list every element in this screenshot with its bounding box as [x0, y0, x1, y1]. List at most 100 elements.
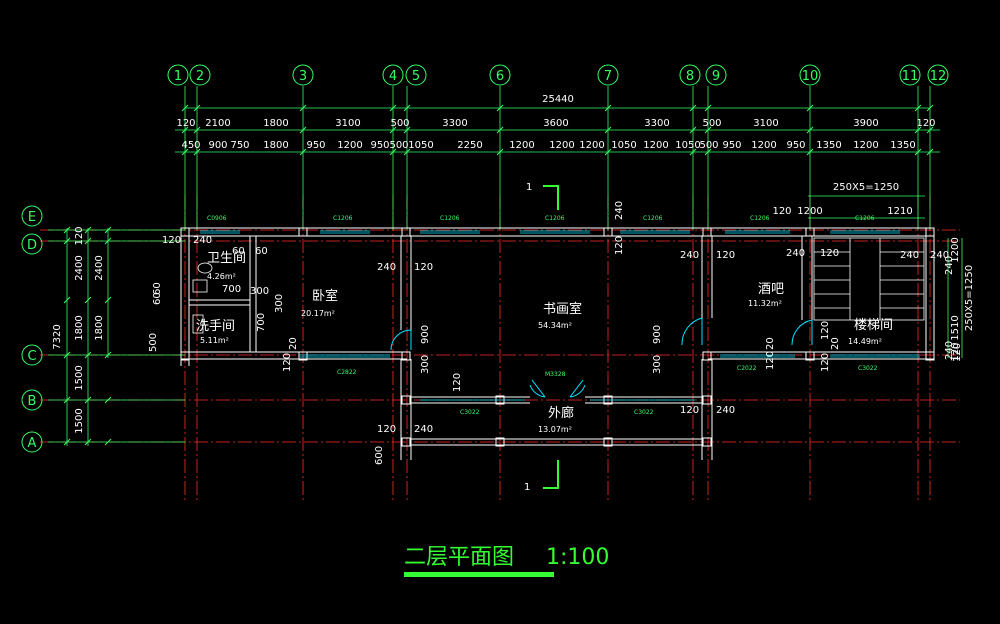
dim-value: 500	[390, 118, 409, 129]
dim-tick	[403, 126, 411, 134]
axis-label: 7	[604, 69, 612, 84]
svg-text:120: 120	[614, 236, 625, 255]
svg-text:120: 120	[716, 250, 735, 261]
dim-value: 1050	[675, 140, 700, 151]
column	[495, 437, 505, 447]
dim-value: 1050	[611, 140, 636, 151]
column	[805, 351, 815, 361]
room-area: 14.49m²	[848, 337, 882, 346]
svg-text:60: 60	[255, 246, 268, 257]
dim-value: 120	[74, 226, 85, 245]
dim-value: 1200	[853, 140, 878, 151]
dim-value: 1800	[263, 118, 288, 129]
axis-label: B	[28, 394, 37, 409]
room-name: 楼梯间	[854, 318, 893, 333]
svg-text:900: 900	[652, 325, 663, 344]
dim-tick	[104, 226, 112, 234]
dim-tick	[704, 104, 712, 112]
axis-bubble: 10	[799, 64, 821, 86]
dim-value: 1510	[950, 315, 961, 340]
dim-value: 500	[389, 140, 408, 151]
dim-tick	[496, 148, 504, 156]
column	[702, 437, 712, 447]
room-labels: 卫生间 4.26m² 洗手间 5.11m² 卧室 20.17m² 书画室 54.…	[196, 251, 893, 434]
dim-tick	[689, 148, 697, 156]
svg-text:600: 600	[374, 446, 385, 465]
dim-value: 950	[370, 140, 389, 151]
room-name: 卧室	[312, 288, 338, 304]
axis-label: 9	[712, 69, 720, 84]
dim-value: 120	[950, 342, 961, 361]
axis-bubble: 11	[899, 64, 921, 86]
axis-label: 11	[902, 69, 919, 84]
dim-value: 120	[176, 118, 195, 129]
svg-text:120: 120	[820, 248, 839, 259]
dim-value: 1200	[549, 140, 574, 151]
axis-bubble: 5	[405, 64, 427, 86]
svg-text:240: 240	[930, 250, 949, 261]
dim-value: 1200	[797, 206, 822, 217]
column	[925, 351, 935, 361]
svg-text:240: 240	[900, 250, 919, 261]
dim-value: 3300	[644, 118, 669, 129]
dim-value: 1500	[74, 365, 85, 390]
staircase	[813, 237, 925, 321]
axis-bubble: C	[21, 344, 43, 366]
dim-tick	[914, 148, 922, 156]
axis-label: 12	[930, 69, 947, 84]
axis-label: 3	[299, 69, 307, 84]
svg-text:300: 300	[652, 355, 663, 374]
svg-text:60: 60	[232, 246, 245, 257]
dim-tick	[496, 104, 504, 112]
dim-tick	[104, 396, 112, 404]
structural-columns	[180, 227, 935, 447]
dim-tick	[403, 104, 411, 112]
dim-tick	[193, 148, 201, 156]
axis-bubble: 3	[292, 64, 314, 86]
dim-tick	[914, 104, 922, 112]
svg-text:300: 300	[250, 286, 269, 297]
dim-tick	[104, 237, 112, 245]
axis-bubble: 1	[167, 64, 189, 86]
dim-tick	[104, 351, 112, 359]
window-code: C1206	[750, 215, 770, 222]
dim-tick	[193, 104, 201, 112]
svg-text:20: 20	[830, 337, 841, 350]
dim-value: 1800	[94, 315, 105, 340]
room-name: 卫生间	[207, 251, 246, 266]
svg-text:60: 60	[152, 282, 163, 295]
room-name: 外廊	[548, 405, 574, 421]
dim-tick	[104, 438, 112, 446]
dim-tick	[806, 126, 814, 134]
dim-tick	[299, 148, 307, 156]
room-area: 11.32m²	[748, 299, 782, 308]
dim-tick	[926, 148, 934, 156]
window-code: C1206	[545, 215, 565, 222]
dim-tick	[181, 126, 189, 134]
column	[702, 395, 712, 405]
window-code: C1206	[333, 215, 353, 222]
svg-text:20: 20	[288, 337, 299, 350]
room-area: 5.11m²	[200, 336, 229, 345]
dim-tick	[84, 438, 92, 446]
window-code: C3022	[634, 409, 654, 416]
dim-tick	[806, 148, 814, 156]
dim-tick	[63, 438, 71, 446]
svg-text:240: 240	[193, 235, 212, 246]
svg-text:120: 120	[377, 424, 396, 435]
dim-value: 1200	[337, 140, 362, 151]
dim-value: 1200	[751, 140, 776, 151]
svg-text:120: 120	[952, 343, 963, 362]
axis-bubble: E	[21, 205, 43, 227]
svg-text:300: 300	[420, 355, 431, 374]
column	[805, 227, 815, 237]
dim-tick	[496, 126, 504, 134]
window-code: C2022	[737, 365, 757, 372]
axis-label: C	[27, 349, 36, 364]
svg-text:20: 20	[765, 337, 776, 350]
dim-tick	[84, 237, 92, 245]
dim-value: 900	[208, 140, 227, 151]
room-area: 54.34m²	[538, 321, 572, 330]
